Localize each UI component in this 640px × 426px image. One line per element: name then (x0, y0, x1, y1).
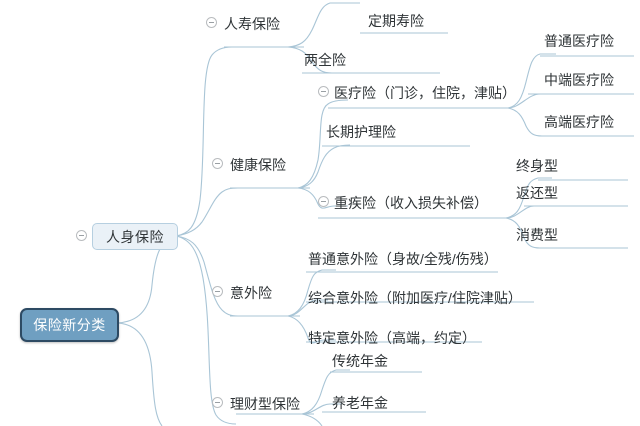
node-wealth-insurance[interactable]: 理财型保险 (230, 396, 300, 412)
collapse-toggle-personal-icon[interactable] (76, 230, 87, 241)
leaf-basic-medical[interactable]: 普通医疗险 (544, 33, 614, 49)
leaf-longterm-care[interactable]: 长期护理险 (326, 124, 396, 140)
leaf-endowment[interactable]: 两全险 (304, 52, 346, 68)
leaf-comprehensive-accident[interactable]: 综合意外险（附加医疗/住院津贴） (308, 290, 522, 306)
leaf-mid-medical[interactable]: 中端医疗险 (544, 72, 614, 88)
node-life-insurance[interactable]: 人寿保险 (224, 16, 280, 32)
node-health-insurance[interactable]: 健康保险 (230, 157, 286, 173)
collapse-toggle-wealth-icon[interactable] (212, 397, 223, 408)
collapse-toggle-life-icon[interactable] (206, 17, 217, 28)
leaf-whole-life-type[interactable]: 终身型 (516, 158, 558, 174)
collapse-toggle-accident-icon[interactable] (212, 286, 223, 297)
node-medical-insurance[interactable]: 医疗险（门诊，住院，津贴） (334, 85, 516, 101)
node-personal-insurance[interactable]: 人身保险 (92, 223, 178, 250)
leaf-specific-accident[interactable]: 特定意外险（高端，约定） (308, 330, 476, 346)
leaf-general-accident[interactable]: 普通意外险（身故/全残/伤残） (308, 251, 498, 267)
leaf-high-medical[interactable]: 高端医疗险 (544, 114, 614, 130)
root-node-label: 保险新分类 (33, 317, 106, 333)
leaf-consumption-type[interactable]: 消费型 (516, 227, 558, 243)
collapse-toggle-medical-icon[interactable] (318, 86, 329, 97)
node-accident-insurance[interactable]: 意外险 (230, 285, 272, 301)
leaf-return-type[interactable]: 返还型 (516, 185, 558, 201)
node-personal-insurance-label: 人身保险 (106, 228, 164, 245)
collapse-toggle-health-icon[interactable] (212, 158, 223, 169)
node-critical-illness[interactable]: 重疾险（收入损失补偿） (334, 195, 488, 211)
collapse-toggle-critical-icon[interactable] (318, 196, 329, 207)
leaf-pension-annuity[interactable]: 养老年金 (332, 395, 388, 411)
leaf-traditional-annuity[interactable]: 传统年金 (332, 353, 388, 369)
root-node[interactable]: 保险新分类 (20, 308, 119, 342)
leaf-term-life[interactable]: 定期寿险 (368, 13, 424, 29)
